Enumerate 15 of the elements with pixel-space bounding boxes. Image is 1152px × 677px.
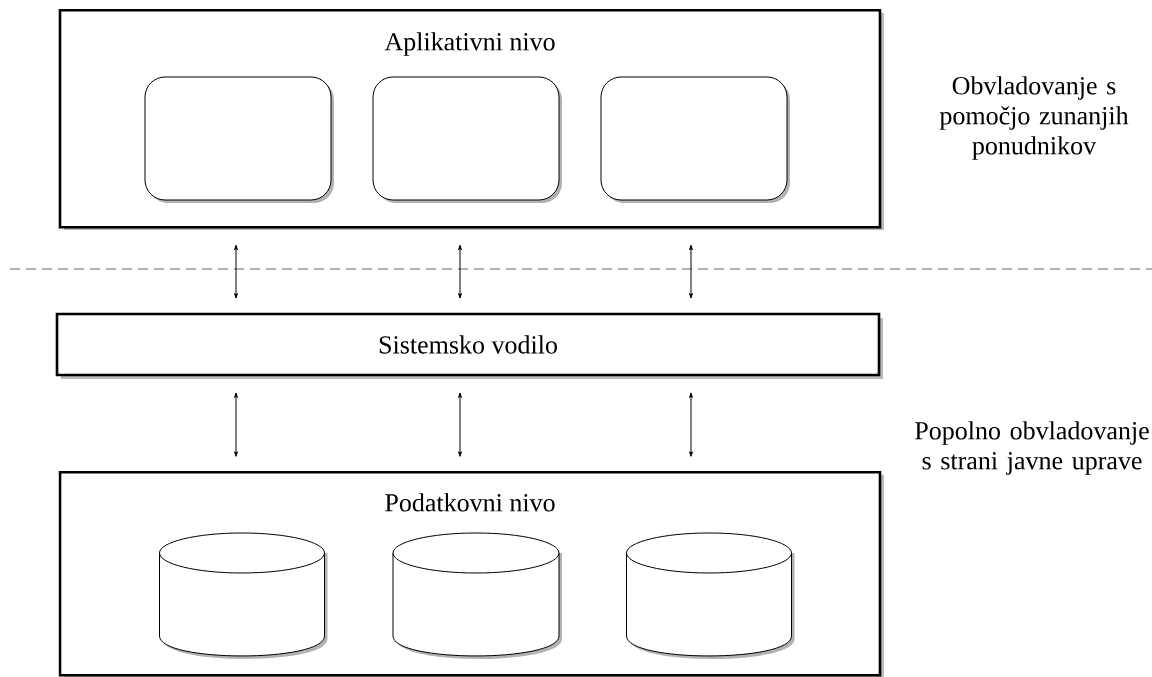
application-box: [372, 76, 562, 203]
double-arrow: [458, 244, 462, 299]
database-cylinder: [159, 532, 328, 659]
side-note: Popolno obvladovanje s strani javne uprave: [915, 421, 1149, 475]
double-arrow: [689, 392, 693, 457]
double-arrow: [689, 244, 693, 299]
double-arrow: [234, 244, 238, 299]
side-note: Obvladovanje s pomočjo zunanjih ponudnikov: [939, 76, 1129, 160]
database-cylinder: [626, 532, 795, 659]
application-box: [600, 76, 790, 203]
database-cylinder: [392, 532, 562, 659]
application-box: [144, 76, 334, 203]
bus-box: Sistemsko vodilo: [55, 312, 883, 379]
double-arrow: [458, 392, 462, 457]
double-arrow: [234, 392, 238, 457]
